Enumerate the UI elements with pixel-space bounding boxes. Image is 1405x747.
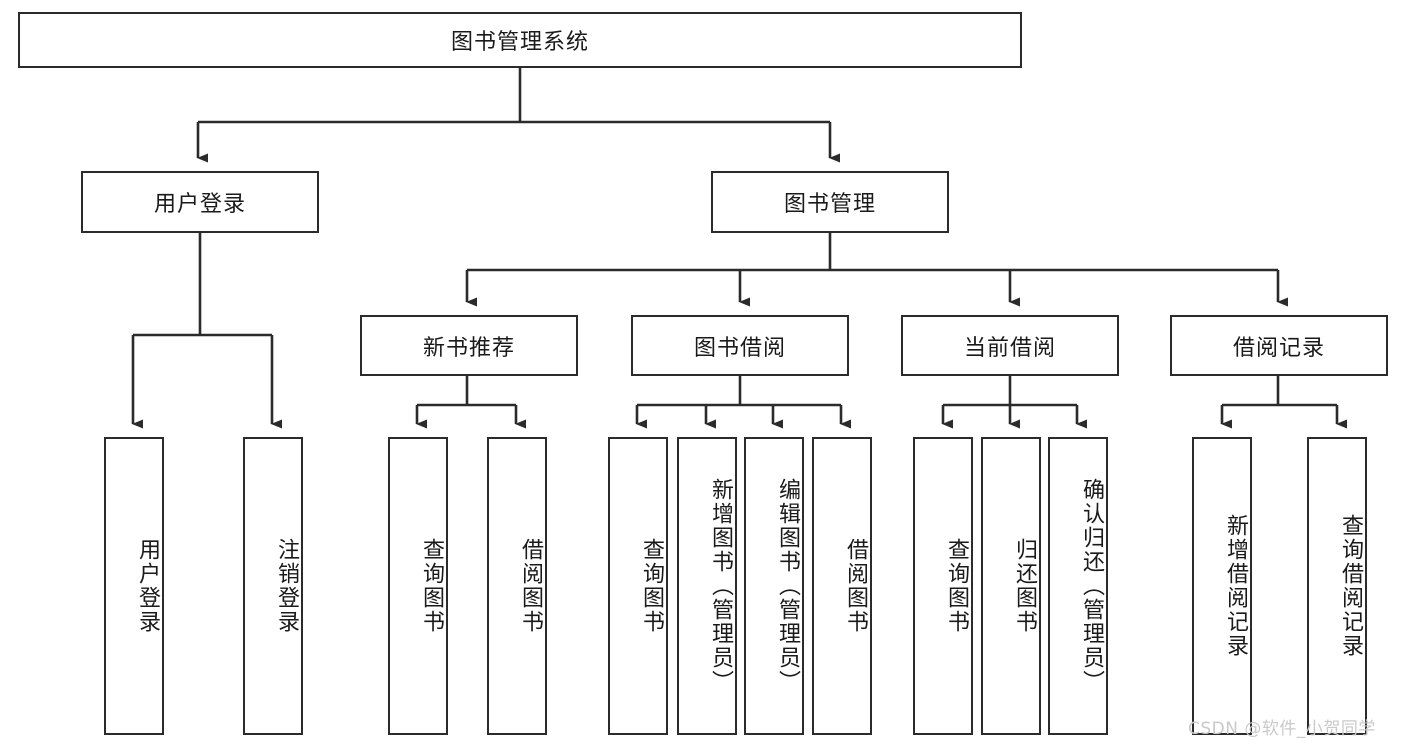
node-user-login[interactable]: 用户登录 (81, 171, 319, 233)
node-current-borrow-label: 当前借阅 (963, 335, 1056, 361)
leaf-query-book-3-label: 查询图书 (944, 538, 969, 634)
leaf-confirm-return-label: 确认归还（管理员） (1079, 478, 1104, 694)
leaf-user-login[interactable]: 用户登录 (104, 437, 164, 735)
node-borrow-record[interactable]: 借阅记录 (1170, 315, 1388, 376)
leaf-borrow-book-2-label: 借阅图书 (843, 538, 868, 634)
leaf-query-book-2-label: 查询图书 (639, 538, 664, 634)
leaf-return-book-label: 归还图书 (1012, 538, 1037, 634)
leaf-query-book-2[interactable]: 查询图书 (608, 437, 668, 735)
node-user-login-label: 用户登录 (153, 192, 246, 217)
leaf-edit-book-label: 编辑图书（管理员） (775, 478, 800, 694)
node-book-management[interactable]: 图书管理 (711, 171, 949, 233)
leaf-add-book[interactable]: 新增图书（管理员） (677, 437, 737, 735)
node-new-book-recommend-label: 新书推荐 (422, 335, 515, 361)
leaf-query-book-3[interactable]: 查询图书 (913, 437, 973, 735)
node-book-management-label: 图书管理 (783, 192, 876, 217)
leaf-return-book[interactable]: 归还图书 (981, 437, 1041, 735)
leaf-query-borrow-record-label: 查询借阅记录 (1338, 514, 1363, 658)
leaf-user-login-label: 用户登录 (135, 538, 160, 634)
node-root-label: 图书管理系统 (450, 30, 589, 55)
leaf-borrow-book-1-label: 借阅图书 (518, 538, 543, 634)
leaf-edit-book[interactable]: 编辑图书（管理员） (744, 437, 804, 735)
node-current-borrow[interactable]: 当前借阅 (901, 315, 1119, 376)
leaf-borrow-book-1[interactable]: 借阅图书 (487, 437, 547, 735)
node-book-borrow-label: 图书借阅 (693, 335, 786, 361)
leaf-add-borrow-record[interactable]: 新增借阅记录 (1192, 437, 1252, 735)
node-book-borrow[interactable]: 图书借阅 (631, 315, 849, 376)
leaf-query-book-1-label: 查询图书 (419, 538, 444, 634)
node-borrow-record-label: 借阅记录 (1232, 335, 1325, 361)
csdn-watermark: CSDN @软件_小贺同学 (1188, 719, 1376, 739)
leaf-query-book-1[interactable]: 查询图书 (388, 437, 448, 735)
leaf-add-borrow-record-label: 新增借阅记录 (1223, 514, 1248, 658)
leaf-confirm-return[interactable]: 确认归还（管理员） (1048, 437, 1108, 735)
leaf-borrow-book-2[interactable]: 借阅图书 (812, 437, 872, 735)
leaf-user-logout-label: 注销登录 (274, 538, 299, 634)
leaf-query-borrow-record[interactable]: 查询借阅记录 (1307, 437, 1367, 735)
leaf-user-logout[interactable]: 注销登录 (243, 437, 303, 735)
node-new-book-recommend[interactable]: 新书推荐 (360, 315, 578, 376)
node-root[interactable]: 图书管理系统 (18, 12, 1022, 68)
leaf-add-book-label: 新增图书（管理员） (708, 478, 733, 694)
